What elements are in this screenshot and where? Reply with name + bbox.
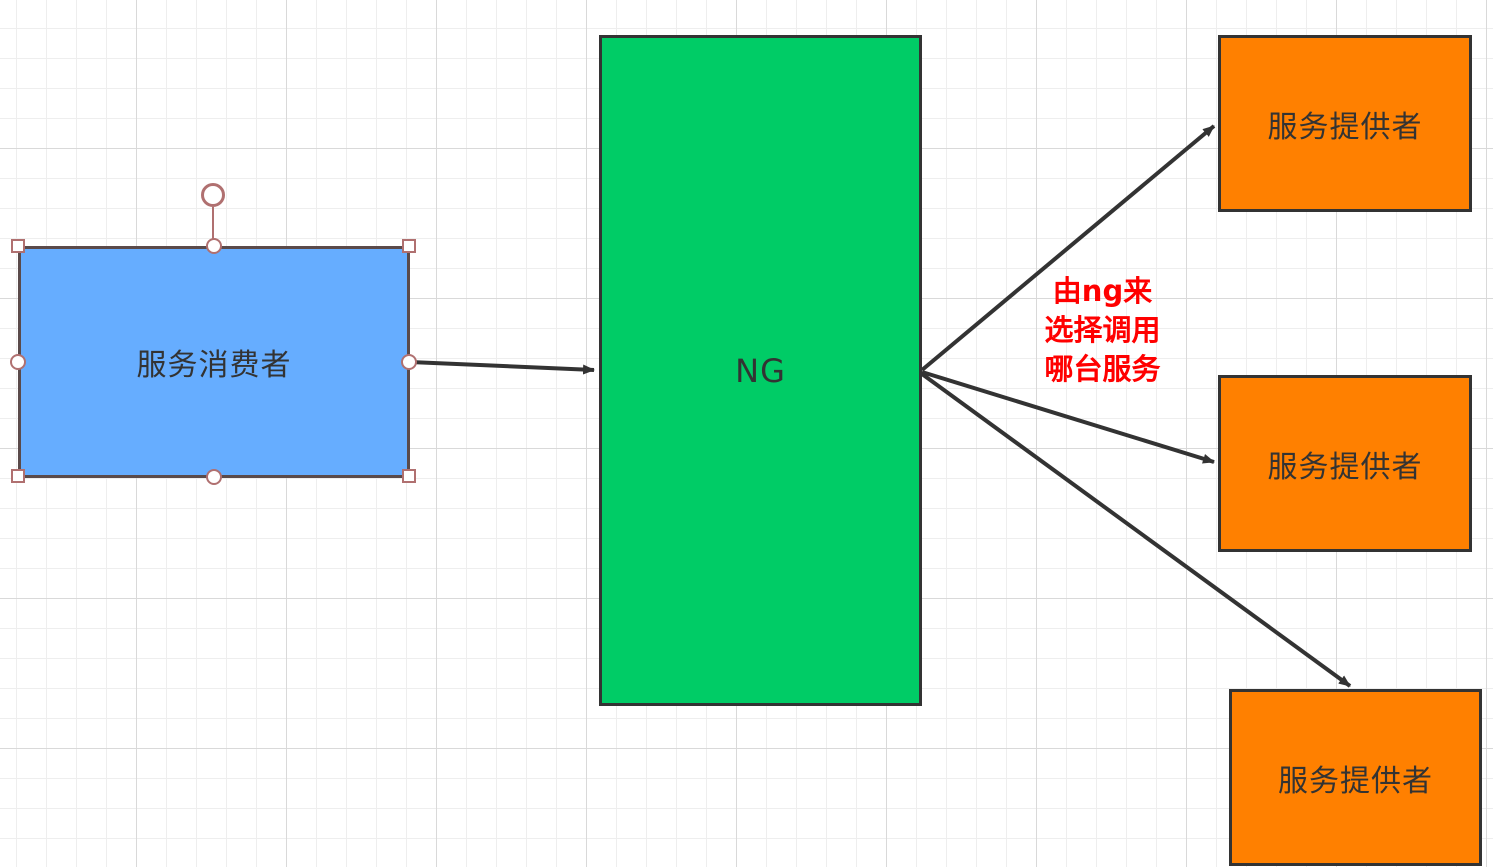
resize-handle-bottom-left[interactable] <box>11 469 25 483</box>
provider-node-label: 服务提供者 <box>1267 109 1423 145</box>
connection-point-left[interactable] <box>10 354 26 370</box>
resize-handle-top-left[interactable] <box>11 239 25 253</box>
ng-node-label: NG <box>735 351 786 390</box>
rotate-handle-stem <box>212 207 214 239</box>
connection-point-top[interactable] <box>206 238 222 254</box>
provider-node[interactable]: 服务提供者 <box>1229 689 1482 866</box>
edge-label[interactable]: 由ng来选择调用哪台服务 <box>1044 274 1161 386</box>
consumer-node-label: 服务消费者 <box>136 348 292 383</box>
provider-node[interactable]: 服务提供者 <box>1218 375 1472 552</box>
resize-handle-top-right[interactable] <box>402 239 416 253</box>
provider-node-label: 服务提供者 <box>1267 449 1423 485</box>
rotate-handle[interactable] <box>201 183 225 207</box>
resize-handle-bottom-right[interactable] <box>402 469 416 483</box>
edge-ng-to-provider-2[interactable] <box>921 370 1215 464</box>
connection-point-bottom[interactable] <box>206 469 222 485</box>
edge-ng-to-provider-3[interactable] <box>920 372 1352 688</box>
consumer-node[interactable]: 服务消费者 <box>18 246 410 478</box>
edge-consumer-to-ng[interactable] <box>409 360 595 375</box>
provider-node[interactable]: 服务提供者 <box>1218 35 1472 212</box>
connection-point-right[interactable] <box>401 354 417 370</box>
ng-node[interactable]: NG <box>599 35 922 706</box>
provider-node-label: 服务提供者 <box>1278 763 1433 799</box>
edge-ng-to-provider-1[interactable] <box>920 124 1216 372</box>
